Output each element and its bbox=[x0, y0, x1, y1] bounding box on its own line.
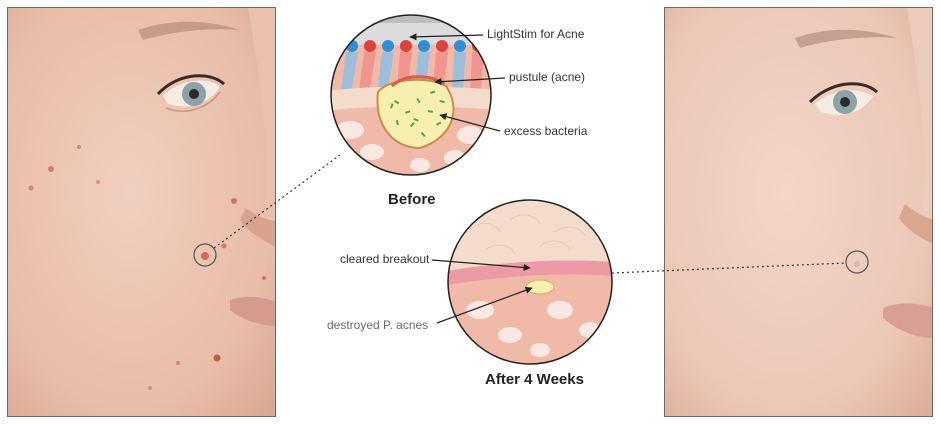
before-face-photo bbox=[7, 7, 276, 417]
caption-before: Before bbox=[388, 191, 436, 208]
lightstim-arrow bbox=[409, 33, 484, 41]
before-face-illustration bbox=[8, 8, 275, 416]
bacteria-arrow bbox=[439, 113, 501, 132]
after-face-photo bbox=[664, 7, 933, 417]
after-magnifier bbox=[447, 199, 613, 365]
destroyed-arrow bbox=[436, 286, 533, 324]
pustule-shape bbox=[376, 78, 455, 150]
label-excess-bacteria: excess bacteria bbox=[504, 124, 588, 138]
cleared-marker-circle bbox=[845, 250, 869, 274]
led-array bbox=[346, 40, 484, 52]
blemish-marker-circle bbox=[193, 243, 217, 267]
cleared-arrow bbox=[431, 259, 531, 272]
before-connector-line bbox=[213, 154, 341, 249]
pustule-arrow bbox=[434, 77, 506, 86]
label-lightstim: LightStim for Acne bbox=[487, 27, 585, 41]
before-magnifier bbox=[330, 14, 492, 176]
label-pustule: pustule (acne) bbox=[509, 70, 586, 84]
after-face-illustration bbox=[665, 8, 932, 416]
after-connector-line bbox=[611, 262, 847, 274]
label-destroyed-p-acnes: destroyed P. acnes bbox=[327, 318, 429, 332]
destroyed-bacteria-spot bbox=[525, 279, 555, 295]
caption-after-4-weeks: After 4 Weeks bbox=[485, 371, 584, 388]
label-cleared-breakout: cleared breakout bbox=[340, 252, 430, 266]
bacteria-specks bbox=[390, 90, 445, 137]
